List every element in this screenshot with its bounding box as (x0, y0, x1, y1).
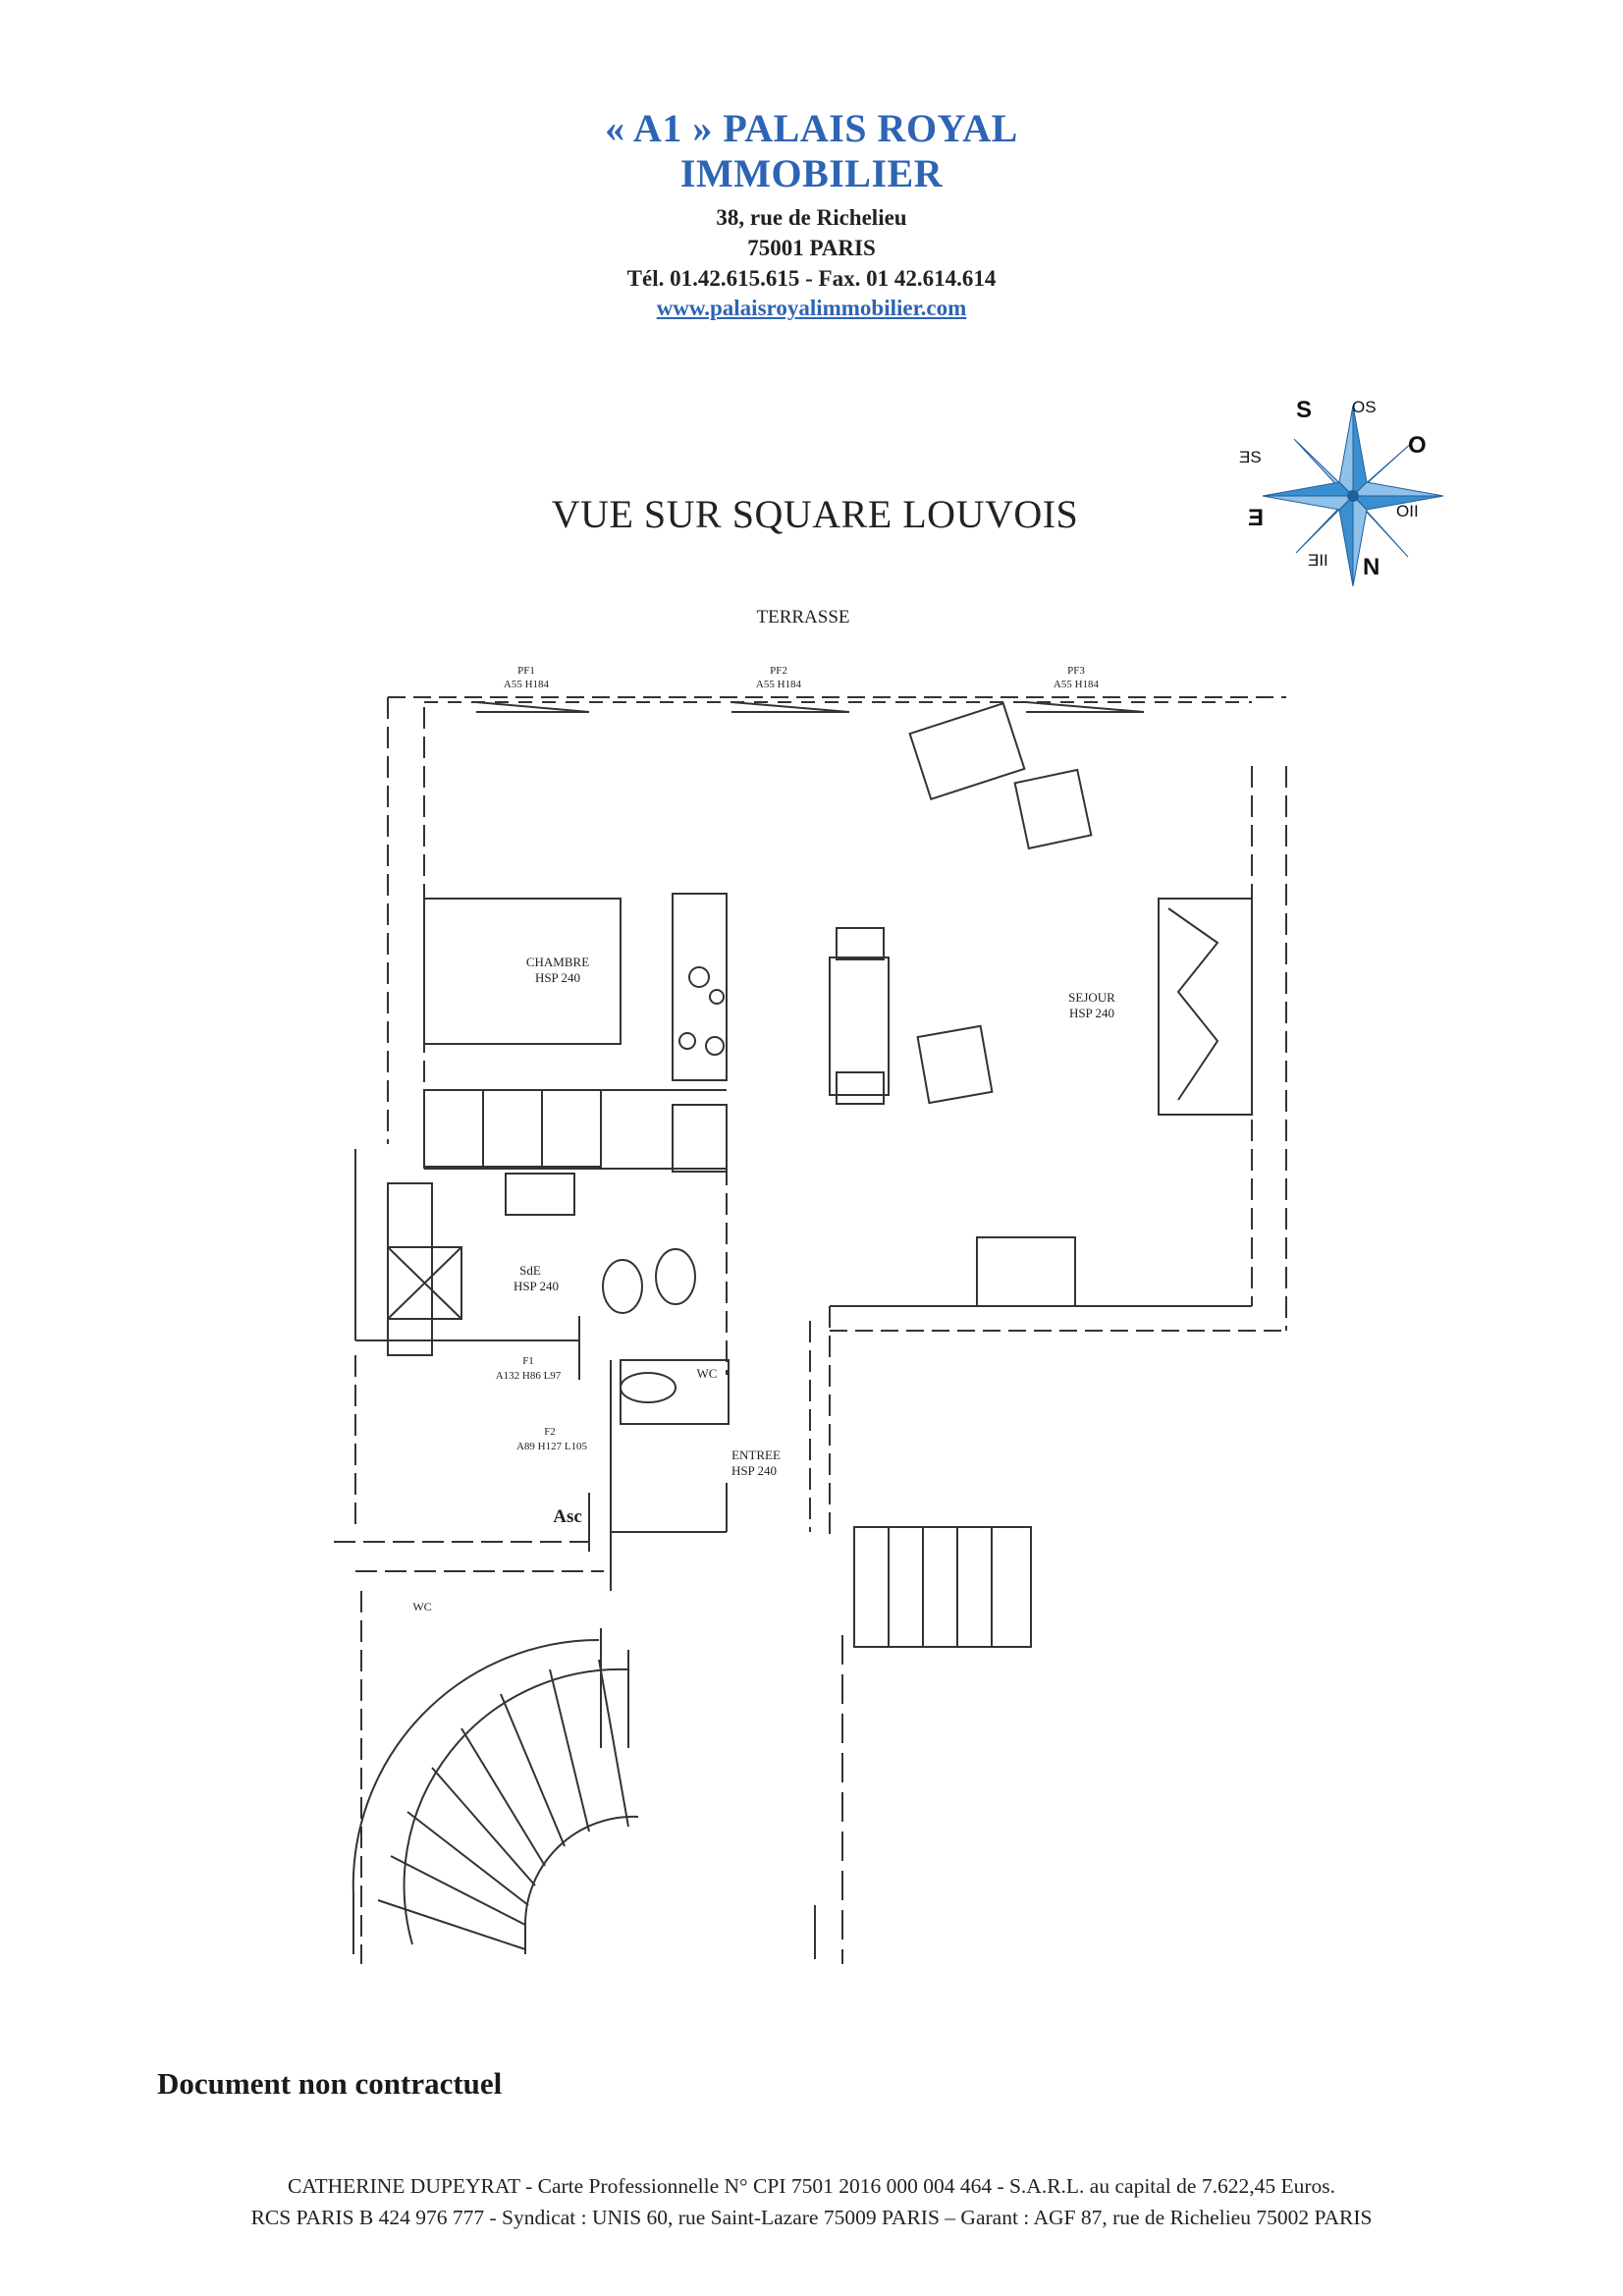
room-entree-height: HSP 240 (731, 1463, 777, 1478)
compass-label-e: Ǝ (1248, 505, 1264, 531)
agency-name-line1: « A1 » PALAIS ROYAL (605, 106, 1018, 150)
agency-header: « A1 » PALAIS ROYAL IMMOBILIER 38, rue d… (0, 106, 1623, 323)
compass-label-se: ƎS (1239, 448, 1262, 466)
window-pf1-name: PF1 (517, 665, 535, 677)
disclaimer: Document non contractuel (157, 2066, 503, 2101)
door-f2-dims: A89 H127 L105 (516, 1441, 588, 1452)
room-entree-name: ENTREE (731, 1448, 781, 1462)
window-pf3-name: PF3 (1067, 665, 1085, 677)
agency-name-line2: IMMOBILIER (679, 151, 944, 195)
room-sejour-name: SEJOUR (1068, 990, 1115, 1005)
footer-line2: RCS PARIS B 424 976 777 - Syndicat : UNI… (250, 2206, 1373, 2229)
agency-address-line1: 38, rue de Richelieu (716, 205, 907, 230)
agency-address-line2: 75001 PARIS (747, 236, 876, 260)
window-pf2-name: PF2 (770, 665, 787, 677)
compass-label-no: OII (1396, 502, 1419, 520)
compass-label-ne: ƎII (1308, 551, 1328, 570)
room-wc-name: WC (697, 1366, 718, 1381)
agency-website-link[interactable]: www.palaisroyalimmobilier.com (656, 296, 967, 320)
room-sde-name: SdE (519, 1263, 541, 1278)
window-pf2-dims: A55 H184 (756, 679, 802, 690)
compass-label-so: OS (1352, 398, 1377, 416)
door-f1-name: F1 (522, 1355, 534, 1367)
compass-rose-icon: S OS O OII N ƎII Ǝ ƎS (1239, 397, 1444, 587)
room-wc-lower: WC (412, 1600, 431, 1613)
door-f1-dims: A132 H86 L97 (496, 1370, 562, 1382)
room-sejour-height: HSP 240 (1069, 1006, 1114, 1020)
door-f2-name: F2 (544, 1426, 556, 1438)
agency-phone-fax: Tél. 01.42.615.615 - Fax. 01 42.614.614 (626, 266, 997, 291)
footer-line1: CATHERINE DUPEYRAT - Carte Professionnel… (288, 2174, 1335, 2198)
window-pf1-dims: A55 H184 (504, 679, 550, 690)
room-chambre-height: HSP 240 (535, 970, 580, 985)
compass-label-s: S (1296, 397, 1312, 423)
room-asc: Asc (553, 1506, 582, 1527)
terrace-label: TERRASSE (756, 607, 849, 628)
room-chambre-name: CHAMBRE (526, 955, 589, 969)
window-pf3-dims: A55 H184 (1054, 679, 1100, 690)
compass-label-o: O (1408, 432, 1427, 459)
footer: CATHERINE DUPEYRAT - Carte Professionnel… (0, 2170, 1623, 2233)
view-title: VUE SUR SQUARE LOUVOIS (551, 492, 1079, 536)
compass-label-n: N (1363, 554, 1380, 580)
room-sde-height: HSP 240 (514, 1279, 559, 1293)
